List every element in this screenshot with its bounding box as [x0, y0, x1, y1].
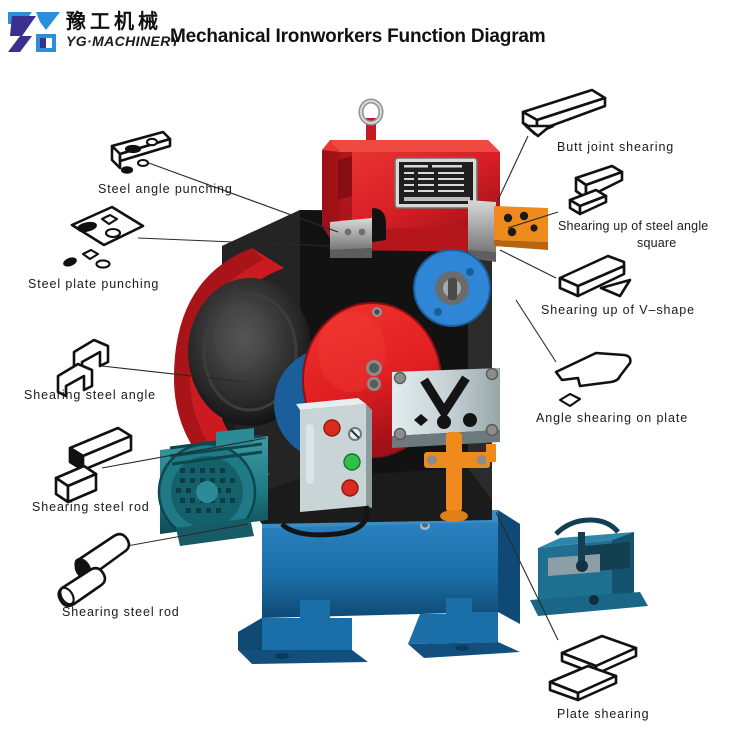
label-steel-plate-punching: Steel plate punching [28, 277, 160, 291]
leader-shearing-steel-rod-round [115, 523, 249, 549]
page-header: 豫工机械 YG·MACHINERY Mechanical Ironworkers… [0, 0, 730, 62]
yg-logo-icon [8, 12, 60, 52]
label-steel-angle-punching: Steel angle punching [98, 182, 233, 196]
label-shearing-steel-angle: Shearing steel angle [24, 388, 156, 402]
angle-punch-icon [110, 130, 172, 174]
label-shearing-up-steel-angle: Shearing up of steel angle [558, 219, 709, 233]
label-plate-shearing: Plate shearing [557, 707, 650, 721]
bar-shear-station [530, 517, 648, 616]
notch-plate-icon [554, 351, 632, 408]
lifting-eye [358, 98, 384, 140]
label-butt-joint-shearing: Butt joint shearing [557, 140, 675, 154]
spec-plate [394, 157, 478, 209]
control-box [280, 398, 372, 538]
leader-steel-plate-punching [137, 237, 331, 247]
butt-joint-icon [521, 88, 607, 138]
orange-clamp [424, 432, 496, 522]
square-bar-icon [54, 426, 133, 504]
leader-plate-shearing [495, 511, 559, 641]
plate-shear-icon [548, 634, 638, 702]
leader-steel-angle-punching [145, 161, 339, 233]
plate-punch-icon [63, 205, 145, 269]
brand-name-cn: 豫工机械 [66, 9, 162, 33]
label-shearing-up-v-shape: Shearing up of V–shape [541, 303, 695, 317]
v-shape-icon [558, 254, 632, 298]
label-shearing-steel-rod-round: Shearing steel rod [62, 605, 180, 619]
label-angle-shearing-on-plate: Angle shearing on plate [536, 411, 689, 425]
red-gearbox-cover [322, 98, 500, 252]
angle-shear-icon [56, 338, 110, 398]
leader-angle-shearing-on-plate [515, 299, 557, 363]
leader-shearing-steel-angle [101, 365, 247, 383]
hub-bolts [366, 360, 382, 391]
label-shearing-steel-rod-bar: Shearing steel rod [32, 500, 150, 514]
round-bar-icon [57, 532, 131, 608]
blue-disc [413, 249, 491, 327]
leader-shearing-steel-rod-bar [101, 437, 267, 469]
leader-shearing-up-v-shape [499, 249, 557, 279]
brand-name-en: YG·MACHINERY [66, 33, 181, 49]
electric-motor [157, 428, 268, 546]
leader-shearing-up-steel-angle-square [507, 211, 559, 229]
leader-butt-joint-shearing [497, 135, 529, 201]
angle-square-icon [568, 164, 624, 216]
label-shearing-up-steel-angle-square: square [637, 236, 677, 250]
page-title: Mechanical Ironworkers Function Diagram [170, 26, 546, 47]
